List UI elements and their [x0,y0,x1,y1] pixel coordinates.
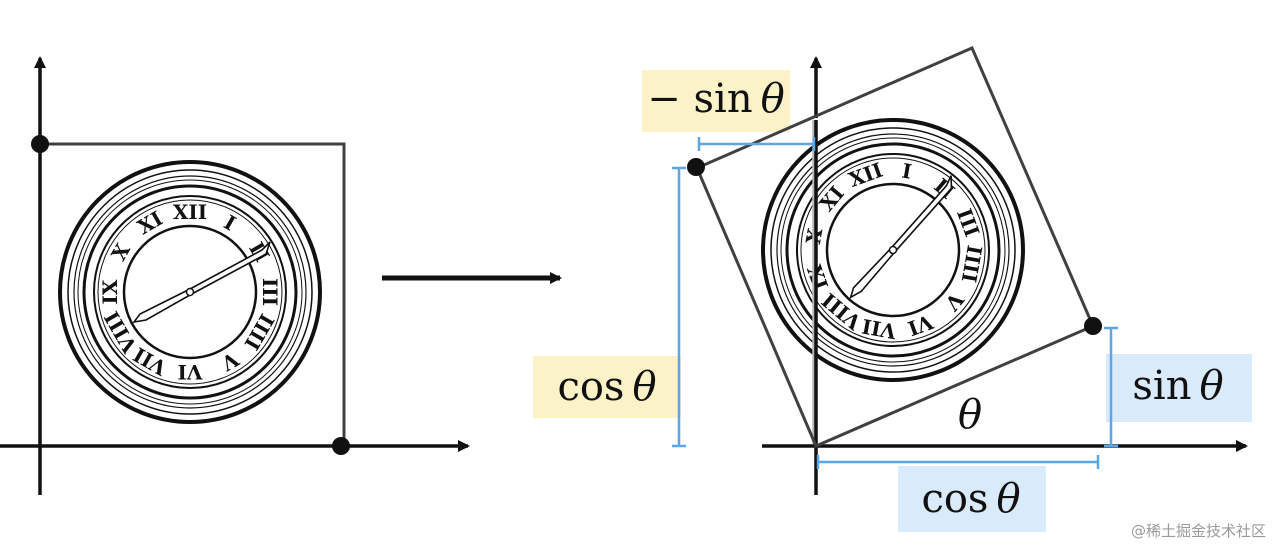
watermark: @稀土掘金技术社区 [1131,522,1266,540]
neg-sin-bracket [697,137,816,151]
right-point-right [1084,317,1102,335]
cos-left-bracket [672,166,686,448]
cos-left-highlight [533,356,681,418]
left-point-top [31,135,49,153]
theta-angle-label: θ [958,392,982,438]
left-diagram [0,56,470,495]
rotated-frame [695,46,1095,448]
left-point-right [332,437,350,455]
left-frame [40,142,346,446]
right-point-top [687,158,705,176]
cos-bottom-bracket [816,455,1100,469]
neg-sin-highlight [642,70,790,132]
sin-right-bracket [1104,326,1118,448]
sin-right-highlight [1106,354,1252,422]
left-clock [58,160,322,424]
cos-bottom-highlight [898,466,1046,532]
